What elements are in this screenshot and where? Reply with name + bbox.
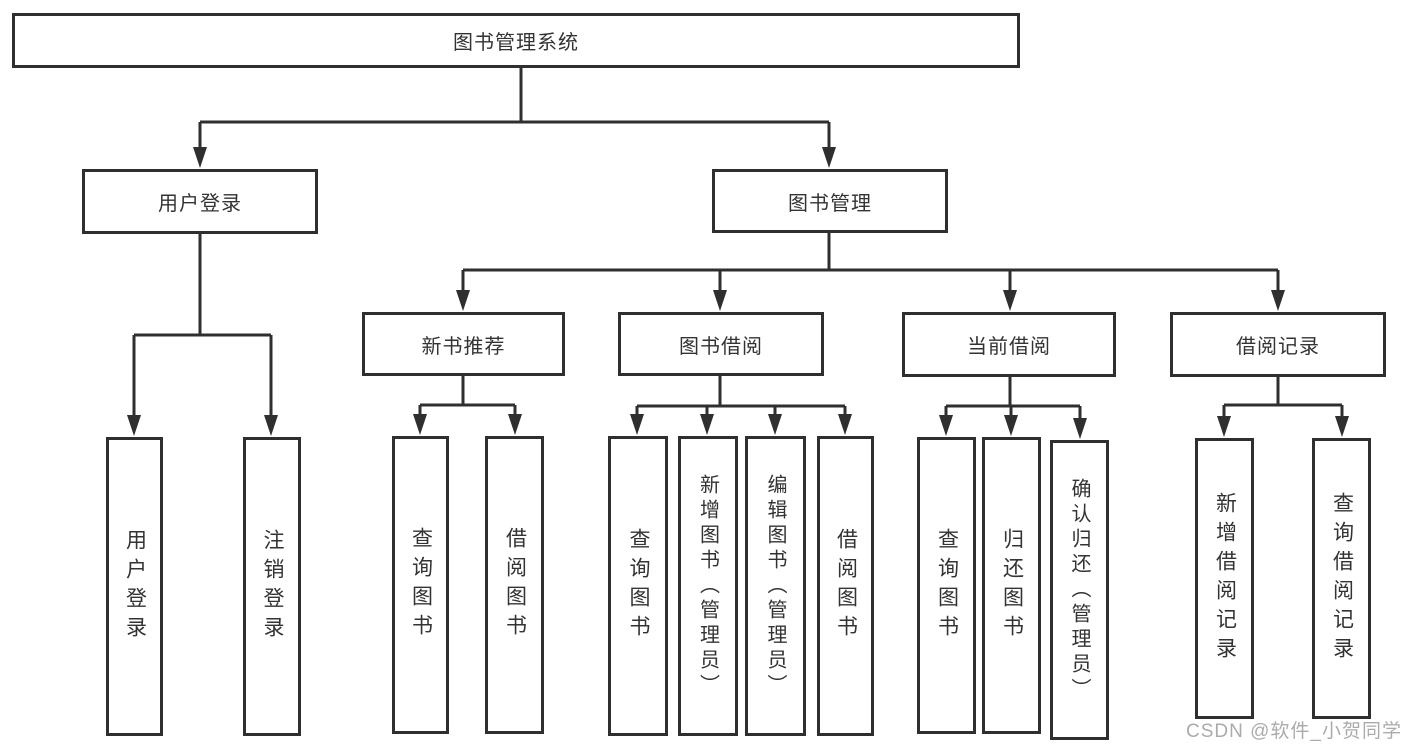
node-leaf-return-books: 归还图书	[982, 437, 1041, 734]
node-leaf-user-login: 用户登录	[106, 437, 163, 736]
node-book-management: 图书管理	[712, 169, 948, 233]
node-leaf-add-books-admin: 新增图书（管理员）	[678, 436, 738, 736]
connector-userlogin-to-leaves	[127, 234, 278, 436]
connector-current-to-leaves	[939, 377, 1087, 439]
connector-bookborrow-to-leaves	[630, 376, 852, 435]
connector-records-to-leaves	[1217, 377, 1349, 437]
csdn-watermark: CSDN @软件_小贺同学	[1186, 721, 1402, 742]
node-leaf-query-borrow-record: 查询借阅记录	[1312, 438, 1371, 719]
node-user-login: 用户登录	[82, 169, 318, 234]
node-book-borrowing: 图书借阅	[618, 312, 824, 376]
connector-root-to-level2	[193, 68, 836, 168]
node-borrowing-records: 借阅记录	[1170, 312, 1386, 377]
node-current-borrowing: 当前借阅	[902, 312, 1116, 377]
node-leaf-borrow-books-2: 借阅图书	[817, 436, 874, 736]
connector-bookmgmt-to-level3	[456, 233, 1285, 311]
connector-newbook-to-leaves	[413, 376, 522, 435]
node-leaf-borrow-books-1: 借阅图书	[485, 436, 544, 734]
node-leaf-query-books-2: 查询图书	[608, 436, 668, 736]
node-leaf-add-borrow-record: 新增借阅记录	[1195, 438, 1254, 719]
node-library-management-system: 图书管理系统	[12, 13, 1020, 68]
node-leaf-edit-books-admin: 编辑图书（管理员）	[745, 436, 806, 736]
node-leaf-confirm-return-admin: 确认归还（管理员）	[1050, 440, 1109, 740]
node-leaf-query-books-1: 查询图书	[392, 436, 449, 734]
node-leaf-logout: 注销登录	[243, 437, 301, 736]
node-leaf-query-books-3: 查询图书	[917, 437, 976, 734]
node-new-book-recommend: 新书推荐	[362, 312, 565, 376]
